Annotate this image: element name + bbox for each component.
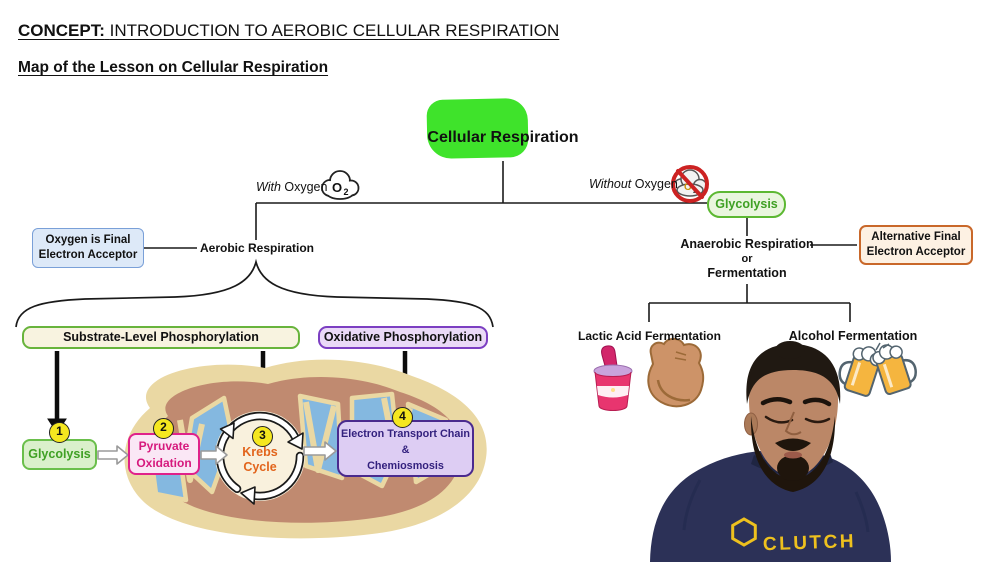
without-oxygen-label: Without Oxygen: [589, 177, 678, 191]
step-line: &: [401, 444, 410, 456]
note-line: Alternative Final: [871, 231, 961, 243]
o2-symbol: O: [332, 180, 342, 195]
clutch-logo-text: CLUTCH: [763, 531, 857, 555]
step-badge-2: 2: [153, 418, 174, 439]
concept-label: CONCEPT:: [18, 21, 105, 40]
anaerobic-line: Fermentation: [707, 266, 787, 280]
clutch-logo: CLUTCH: [731, 517, 857, 555]
oxygen-cloud-icon: O 2: [321, 170, 360, 200]
step-badge-3: 3: [252, 426, 273, 447]
substrate-level-phosphorylation-box: Substrate-Level Phosphorylation: [22, 326, 300, 349]
step-line: Oxidation: [136, 456, 192, 470]
yogurt-icon: [593, 345, 633, 411]
beer-mugs-icon: [838, 342, 917, 397]
aerobic-brace: [15, 258, 494, 328]
concept-title-text: INTRODUCTION TO AEROBIC CELLULAR RESPIRA…: [109, 21, 560, 40]
root-node-cellular-respiration: Cellular Respiration: [427, 129, 579, 146]
instructor-webcam: CLUTCH: [650, 341, 891, 562]
lesson-map-subtitle: Map of the Lesson on Cellular Respiratio…: [18, 59, 329, 76]
aerobic-respiration-label: Aerobic Respiration: [199, 241, 315, 255]
step-line: Chemiosmosis: [367, 460, 444, 472]
step-badge-1: 1: [49, 422, 70, 443]
flow-arrows: [97, 441, 337, 465]
anaerobic-glycolysis-node: Glycolysis: [707, 191, 786, 218]
step-line: Pyruvate: [138, 439, 190, 453]
step-badge-4: 4: [392, 407, 413, 428]
step-pyruvate-oxidation-box: Pyruvate Oxidation: [128, 433, 200, 475]
with-oxygen-label: With Oxygen: [256, 180, 327, 194]
anaerobic-line: Anaerobic Respiration: [680, 237, 814, 251]
anaerobic-line: or: [741, 253, 753, 265]
step-etc-chemiosmosis-box: Electron Transport Chain & Chemiosmosis: [337, 420, 474, 477]
muscle-icon: [647, 337, 705, 408]
step-line: Electron Transport Chain: [341, 428, 470, 440]
anaerobic-respiration-label: Anaerobic Respiration or Fermentation: [666, 237, 828, 281]
alcohol-fermentation-label: Alcohol Fermentation: [788, 329, 918, 343]
lactic-fermentation-label: Lactic Acid Fermentation: [578, 329, 721, 343]
page-title: CONCEPT: INTRODUCTION TO AEROBIC CELLULA…: [18, 21, 559, 41]
alternative-acceptor-note: Alternative Final Electron Acceptor: [859, 225, 973, 265]
note-line: Oxygen is Final: [45, 234, 131, 246]
step-glycolysis-box: Glycolysis: [22, 439, 97, 470]
oxygen-final-acceptor-note: Oxygen is Final Electron Acceptor: [32, 228, 144, 268]
oxidative-phosphorylation-box: Oxidative Phosphorylation: [318, 326, 488, 349]
with-qualifier: With: [256, 180, 281, 194]
step-krebs-cycle-label: Krebs Cycle: [228, 445, 292, 475]
without-rest: Oxygen: [634, 177, 678, 191]
with-rest: Oxygen: [284, 180, 328, 194]
o2-symbol: O: [684, 182, 692, 193]
o2-subscript: 2: [344, 187, 349, 197]
krebs-cycle-ring: [215, 411, 305, 505]
step-line: Cycle: [243, 460, 277, 474]
note-line: Electron Acceptor: [38, 249, 138, 261]
note-line: Electron Acceptor: [866, 246, 966, 258]
tree-connector-lines: [144, 161, 857, 322]
no-oxygen-icon: O 2: [671, 165, 709, 203]
without-qualifier: Without: [589, 177, 632, 191]
step-line: Krebs: [242, 445, 278, 459]
